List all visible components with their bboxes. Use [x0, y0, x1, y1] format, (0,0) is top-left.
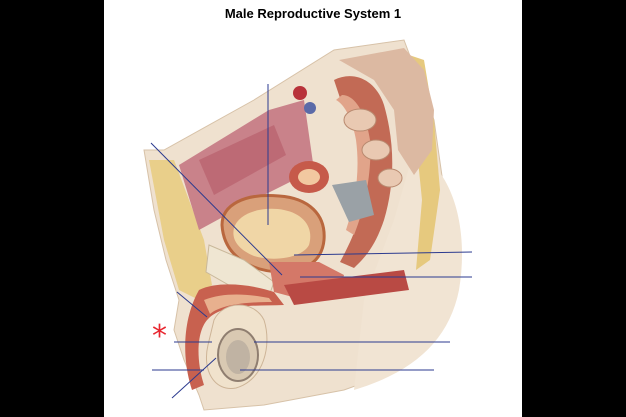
anatomical-model-image: [143, 39, 473, 411]
seminal-vesicle: [332, 180, 374, 222]
leader-line-2: [150, 142, 283, 276]
sigmoid-lumen: [298, 169, 320, 185]
bladder-lining: [233, 208, 311, 259]
testis-inner: [226, 340, 250, 374]
leader-line-3: [293, 251, 473, 256]
rectum: [334, 76, 393, 268]
vertebra-2: [361, 139, 391, 161]
vertebra-1: [343, 108, 377, 132]
fat-layer: [149, 160, 212, 300]
leader-line-5: [176, 291, 208, 318]
pelvic-floor: [284, 270, 409, 305]
vessel-red: [293, 86, 307, 100]
asterisk-marker: *: [152, 319, 167, 354]
vertebra-3: [377, 168, 403, 188]
slide: Male Reproductive System 1: [104, 0, 522, 417]
vessel-blue: [304, 102, 316, 114]
leader-line-9: [171, 357, 217, 399]
slide-title: Male Reproductive System 1: [224, 6, 402, 21]
leader-lines: [150, 84, 473, 399]
abdominal-muscle-band: [199, 125, 286, 195]
penis-shaft-lining: [204, 294, 272, 314]
sacrum: [339, 48, 434, 175]
